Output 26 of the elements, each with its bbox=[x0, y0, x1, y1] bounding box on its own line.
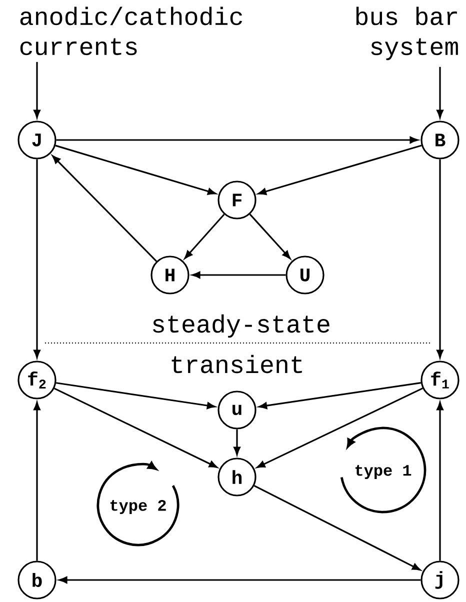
arrow bbox=[436, 66, 444, 118]
cycle-label: type 2 bbox=[110, 500, 166, 514]
arrow bbox=[34, 62, 40, 118]
source-label: bus bar system bbox=[356, 6, 458, 60]
arrow bbox=[58, 576, 421, 584]
arrow bbox=[254, 485, 421, 571]
arrow bbox=[256, 388, 423, 468]
region-label: steady-state bbox=[153, 314, 330, 338]
arrow bbox=[258, 144, 422, 195]
source-label: anodic/cathodic currents bbox=[20, 6, 242, 56]
arrow bbox=[55, 144, 216, 195]
arrow bbox=[234, 429, 240, 456]
arrow bbox=[184, 214, 225, 259]
region-label: transient bbox=[172, 354, 302, 374]
cycle-label: type 1 bbox=[355, 465, 412, 479]
arrow bbox=[52, 155, 158, 262]
arrow bbox=[56, 382, 216, 410]
arrow bbox=[258, 382, 422, 410]
arrow bbox=[436, 159, 444, 358]
arrow bbox=[34, 402, 40, 561]
arrow bbox=[192, 272, 286, 278]
arrow bbox=[54, 388, 218, 468]
arrow bbox=[249, 214, 291, 259]
arrow bbox=[56, 136, 418, 144]
arrow bbox=[34, 159, 40, 358]
arrow bbox=[436, 402, 444, 561]
